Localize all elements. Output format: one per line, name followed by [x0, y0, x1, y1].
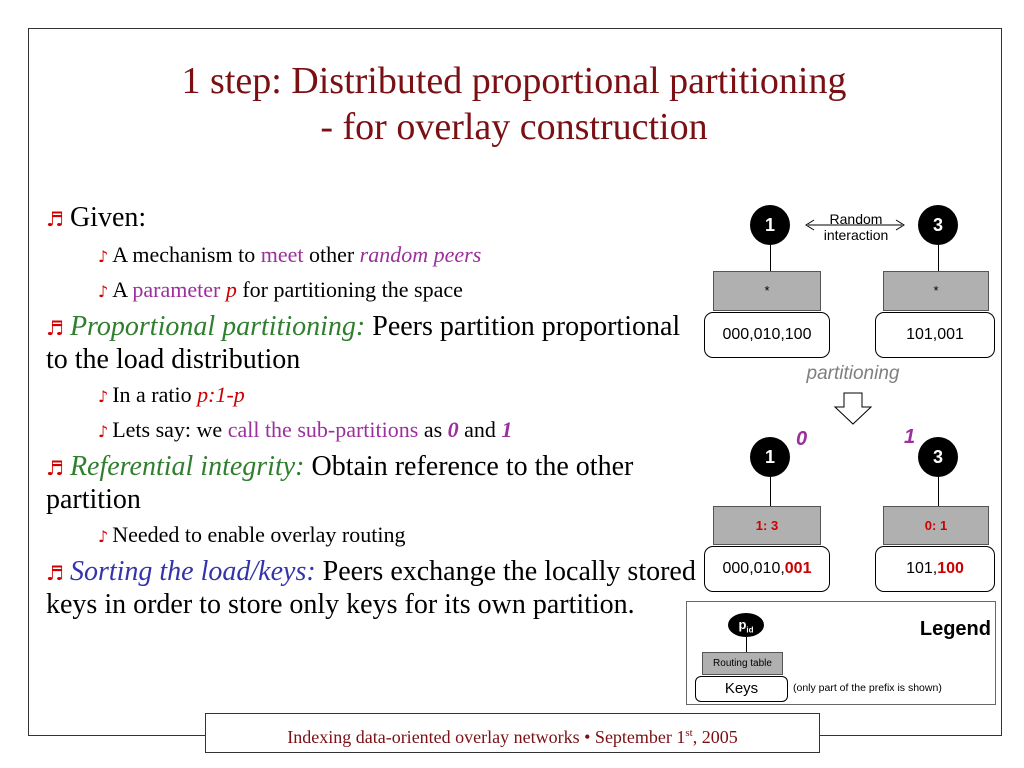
lets-text-3: and	[458, 417, 502, 442]
music-note-icon: ♪	[98, 387, 109, 406]
param-text: A	[112, 277, 133, 302]
connector-line	[770, 477, 771, 506]
legend-keys: Keys	[695, 676, 788, 702]
sub-bullet-needed: ♪Needed to enable overlay routing	[46, 522, 696, 550]
legend-pid-sub: id	[746, 625, 754, 635]
keys-left-prefix: 000,010,	[722, 560, 785, 577]
legend-routing-table: Routing table	[702, 652, 783, 675]
music-note-icon: ♬	[46, 561, 64, 585]
bullet-given: ♬Given:	[46, 202, 696, 235]
footer: Indexing data-oriented overlay networks …	[205, 713, 820, 753]
footer-year: , 2005	[692, 727, 738, 747]
music-note-icon: ♪	[98, 422, 109, 441]
legend-pid-main: p	[738, 617, 747, 632]
sub-bullet-ratio: ♪In a ratio p:1-p	[46, 382, 696, 410]
keys-right-highlight: 100	[937, 560, 964, 577]
lets-one: 1	[501, 417, 513, 442]
slide-title: 1 step: Distributed proportional partiti…	[30, 58, 998, 150]
mech-text: A mechanism to	[112, 242, 261, 267]
routing-table-left-bottom: 1: 3	[713, 506, 821, 545]
legend-title: Legend	[919, 618, 991, 640]
param-highlight: parameter	[132, 277, 226, 302]
lets-highlight: call the sub-partitions	[227, 417, 419, 442]
connector-line	[746, 637, 747, 652]
keys-box-right-top: 101,001	[875, 312, 995, 358]
ref-heading: Referential integrity:	[69, 451, 305, 482]
music-note-icon: ♬	[46, 316, 64, 340]
keys-box-left-bottom: 000,010,001	[704, 546, 830, 592]
sub-bullet-mechanism: ♪A mechanism to meet other random peers	[46, 242, 696, 270]
param-variable: p	[225, 277, 237, 302]
down-arrow-icon	[833, 392, 873, 425]
ratio-text: In a ratio	[112, 382, 198, 407]
keys-left-highlight: 001	[784, 560, 812, 577]
bullet-sorting: ♬Sorting the load/keys: Peers exchange t…	[46, 556, 696, 620]
title-line-1: 1 step: Distributed proportional partiti…	[181, 60, 847, 102]
peer-node-3-bottom: 3	[918, 437, 958, 477]
bullet-list: ♬Given: ♪A mechanism to meet other rando…	[46, 196, 696, 620]
keys-box-left-top: 000,010,100	[704, 312, 830, 358]
footer-text: Indexing data-oriented overlay networks …	[287, 727, 686, 747]
param-text-2: for partitioning the space	[236, 277, 463, 302]
sub-bullet-lets-say: ♪Lets say: we call the sub-partitions as…	[46, 417, 696, 445]
interaction-line-2: interaction	[823, 227, 889, 243]
peer-node-1-top: 1	[750, 205, 790, 245]
bullet-referential: ♬Referential integrity: Obtain reference…	[46, 451, 696, 515]
connector-line	[938, 245, 939, 271]
connector-line	[770, 245, 771, 271]
legend-note: (only part of the prefix is shown)	[793, 682, 942, 694]
lets-text-2: as	[418, 417, 448, 442]
partitioning-label: partitioning	[806, 363, 900, 384]
music-note-icon: ♪	[98, 282, 109, 301]
music-note-icon: ♪	[98, 247, 109, 266]
legend-peer-node: pid	[728, 613, 764, 637]
mech-highlight: meet	[260, 242, 304, 267]
lets-zero: 0	[447, 417, 459, 442]
legend-box: Legend pid Routing table Keys (only part…	[686, 601, 996, 705]
routing-table-right-top: *	[883, 271, 989, 311]
needed-text: Needed to enable overlay routing	[112, 522, 406, 547]
sort-text: Peers exchange the locally stored keys i…	[46, 556, 696, 620]
title-line-2: - for overlay construction	[320, 106, 708, 148]
prop-heading: Proportional partitioning:	[69, 311, 366, 342]
ref-text: Obtain reference to the other partition	[46, 451, 634, 515]
music-note-icon: ♪	[98, 527, 109, 546]
bullet-proportional: ♬Proportional partitioning: Peers partit…	[46, 311, 696, 375]
random-interaction-label: Random interaction	[808, 211, 904, 243]
keys-right-prefix: 101,	[906, 560, 938, 577]
partition-label-1: 1	[904, 426, 916, 448]
sort-heading: Sorting the load/keys:	[69, 556, 316, 587]
lets-text: Lets say: we	[112, 417, 228, 442]
given-label: Given:	[69, 202, 147, 233]
keys-box-right-bottom: 101,100	[875, 546, 995, 592]
peer-node-3-top: 3	[918, 205, 958, 245]
mech-highlight-2: random peers	[359, 242, 482, 267]
prop-text: Peers partition proportional to the load…	[46, 311, 681, 375]
routing-table-right-bottom: 0: 1	[883, 506, 989, 545]
partition-label-0: 0	[796, 428, 808, 450]
bidirectional-arrow-icon	[805, 219, 905, 231]
connector-line	[938, 477, 939, 506]
footer-sup: st	[685, 727, 693, 739]
music-note-icon: ♬	[46, 456, 64, 480]
sub-bullet-parameter: ♪A parameter p for partitioning the spac…	[46, 277, 696, 305]
routing-table-left-top: *	[713, 271, 821, 311]
music-note-icon: ♬	[46, 207, 64, 231]
mech-text-2: other	[303, 242, 360, 267]
peer-node-1-bottom: 1	[750, 437, 790, 477]
ratio-value: p:1-p	[197, 382, 245, 407]
interaction-line-1: Random	[829, 211, 883, 227]
